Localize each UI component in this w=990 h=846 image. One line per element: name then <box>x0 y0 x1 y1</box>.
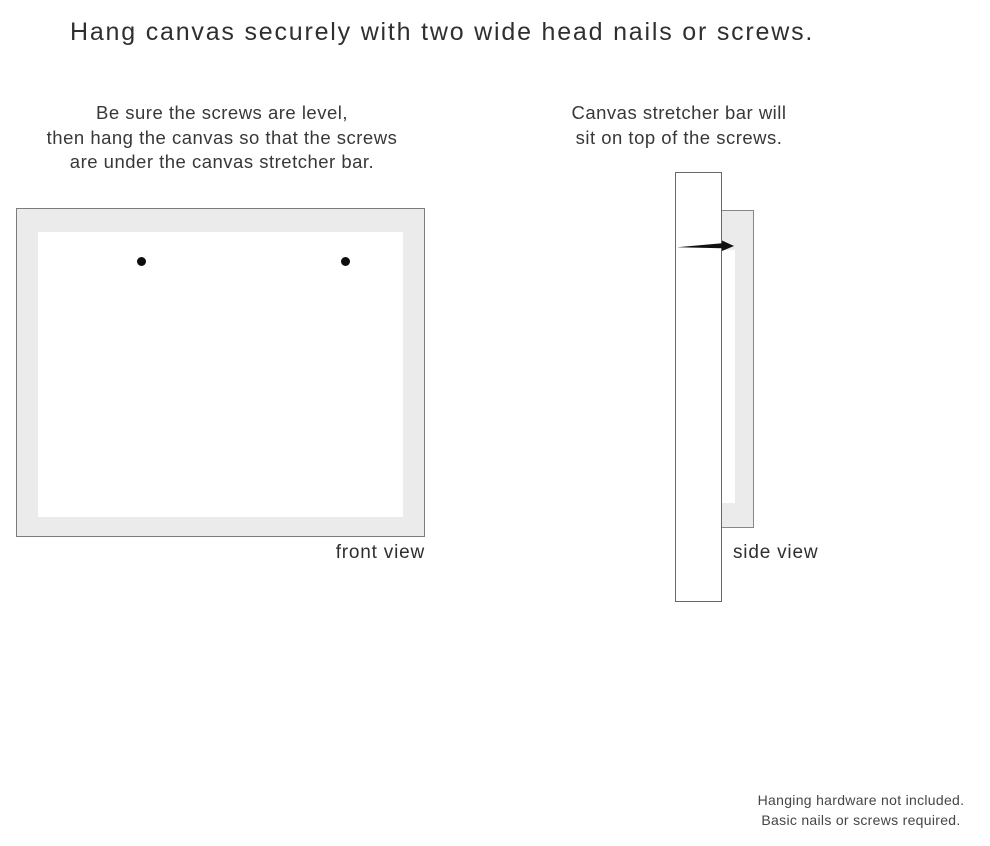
instruction-line: then hang the canvas so that the screws <box>46 126 398 148</box>
side-view-instructions: Canvas stretcher bar will sit on top of … <box>545 101 813 150</box>
front-view-label: front view <box>335 542 425 563</box>
nail-icon <box>677 240 734 251</box>
side-view-wall <box>675 172 722 602</box>
instruction-line: are under the canvas stretcher bar. <box>69 151 375 172</box>
instruction-line: Canvas stretcher bar will <box>571 102 787 123</box>
side-view-label: side view <box>733 542 819 563</box>
side-view-canvas-hollow <box>722 250 735 503</box>
instruction-line: sit on top of the screws. <box>575 126 783 148</box>
side-view-canvas <box>721 210 754 528</box>
instruction-line: Be sure the screws are level, <box>95 102 349 123</box>
disclaimer-line: Hanging hardware not included. <box>757 792 965 808</box>
page-title: Hang canvas securely with two wide head … <box>70 18 815 46</box>
screw-dot <box>137 257 146 266</box>
front-view-canvas-frame <box>16 208 425 537</box>
front-view-instructions: Be sure the screws are level, then hang … <box>22 101 422 175</box>
screw-dot <box>341 257 350 266</box>
front-view-canvas-face <box>38 232 403 517</box>
disclaimer-line: Basic nails or screws required. <box>761 812 961 828</box>
hardware-disclaimer: Hanging hardware not included. Basic nai… <box>732 790 990 830</box>
